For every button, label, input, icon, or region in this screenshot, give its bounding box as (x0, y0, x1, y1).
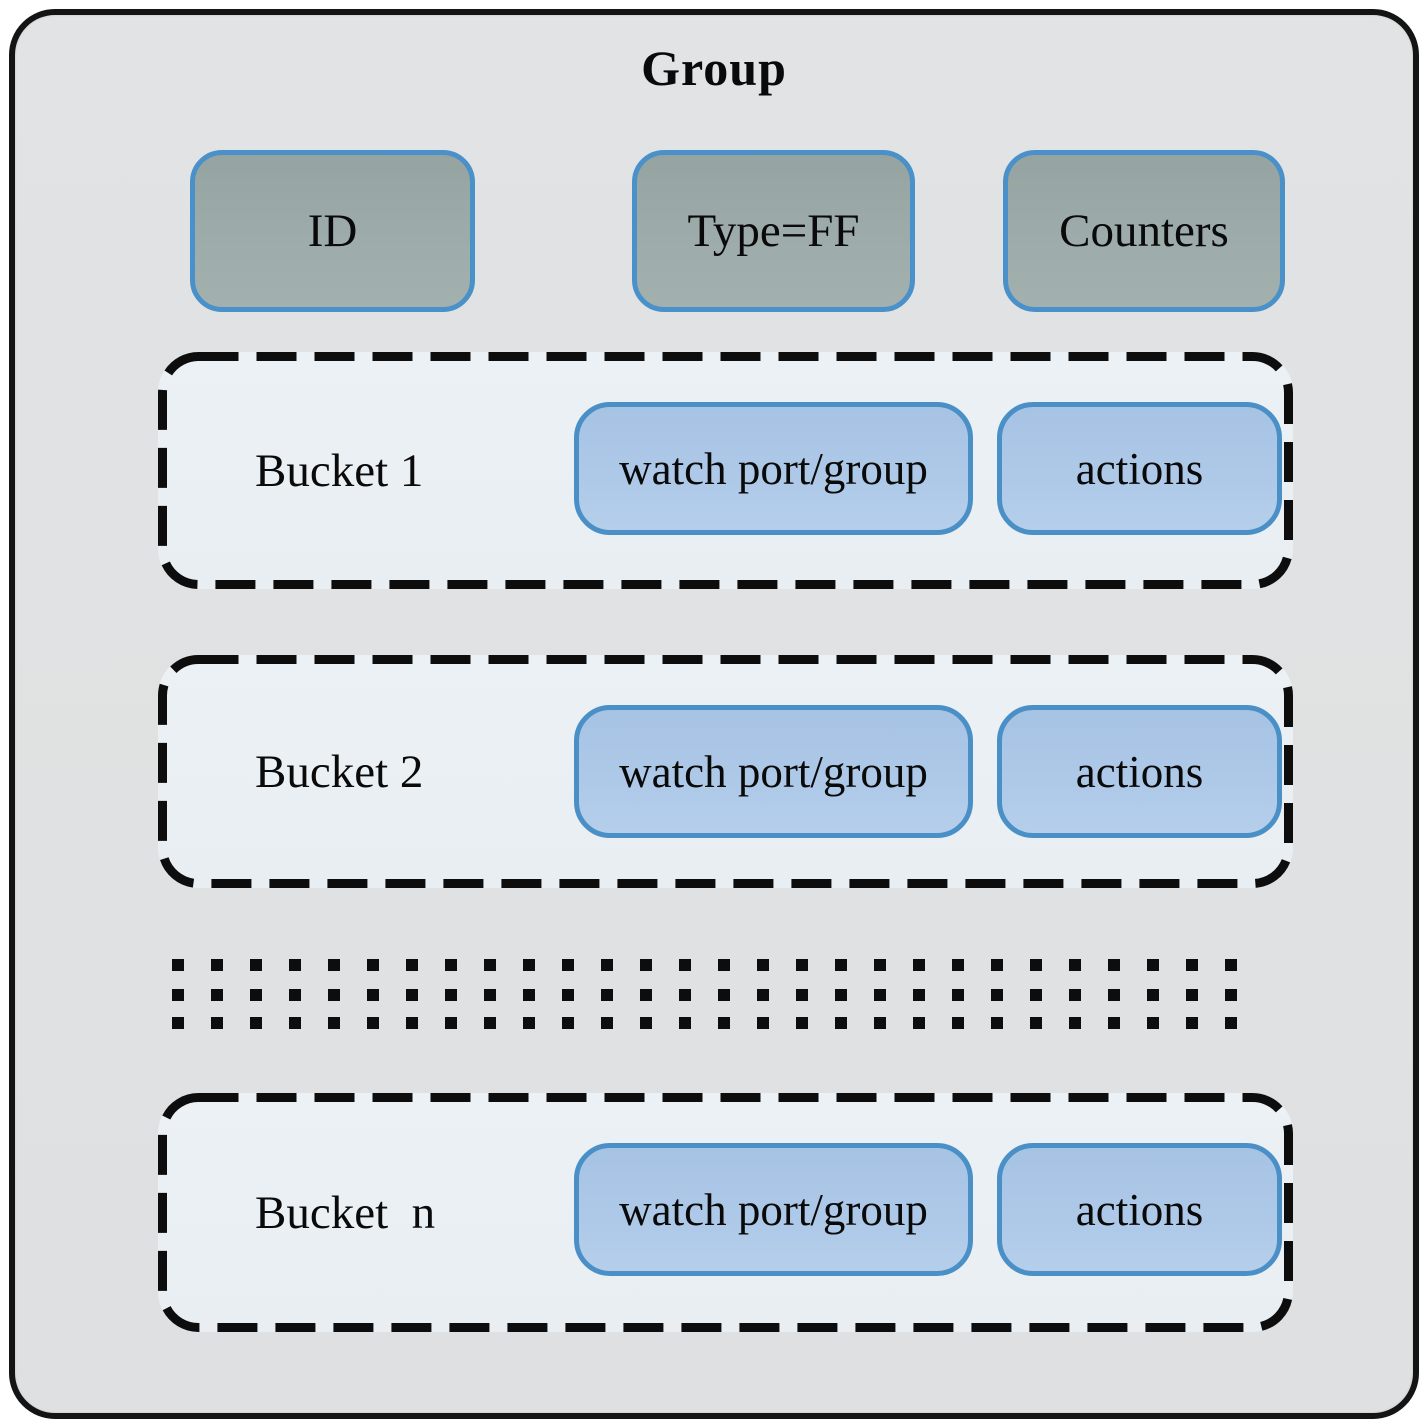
watch-port-group-label: watch port/group (619, 746, 928, 797)
field-id: ID (190, 150, 475, 312)
bucket-n: Bucket n watch port/group actions (158, 1093, 1293, 1332)
group-title: Group (641, 40, 787, 96)
bucket-n-actions-chip: actions (997, 1143, 1282, 1276)
watch-port-group-label: watch port/group (619, 1184, 928, 1235)
bucket-n-label: Bucket n (255, 1186, 436, 1239)
bucket-1-actions-chip: actions (997, 402, 1282, 535)
bucket-2: Bucket 2 watch port/group actions (158, 655, 1293, 888)
bucket-1: Bucket 1 watch port/group actions (158, 352, 1293, 589)
field-counters-label: Counters (1059, 205, 1229, 257)
watch-port-group-label: watch port/group (619, 443, 928, 494)
actions-label: actions (1075, 443, 1204, 494)
bucket-2-watch-port-group-chip: watch port/group (574, 705, 973, 838)
bucket-2-actions-chip: actions (997, 705, 1282, 838)
bucket-n-watch-port-group-chip: watch port/group (574, 1143, 973, 1276)
field-counters: Counters (1003, 150, 1285, 312)
field-type-ff: Type=FF (632, 150, 915, 312)
field-type-ff-label: Type=FF (687, 205, 860, 257)
continuation-dots-icon (172, 959, 1250, 971)
actions-label: actions (1075, 1184, 1204, 1235)
actions-label: actions (1075, 746, 1204, 797)
group-container: Group ID Type=FF Counters Bucket 1 watch… (9, 9, 1419, 1419)
bucket-2-label: Bucket 2 (255, 745, 424, 798)
continuation-dots-icon (172, 1017, 1250, 1029)
continuation-dots-icon (172, 989, 1250, 1001)
field-id-label: ID (307, 205, 358, 257)
bucket-1-watch-port-group-chip: watch port/group (574, 402, 973, 535)
bucket-1-label: Bucket 1 (255, 444, 424, 497)
